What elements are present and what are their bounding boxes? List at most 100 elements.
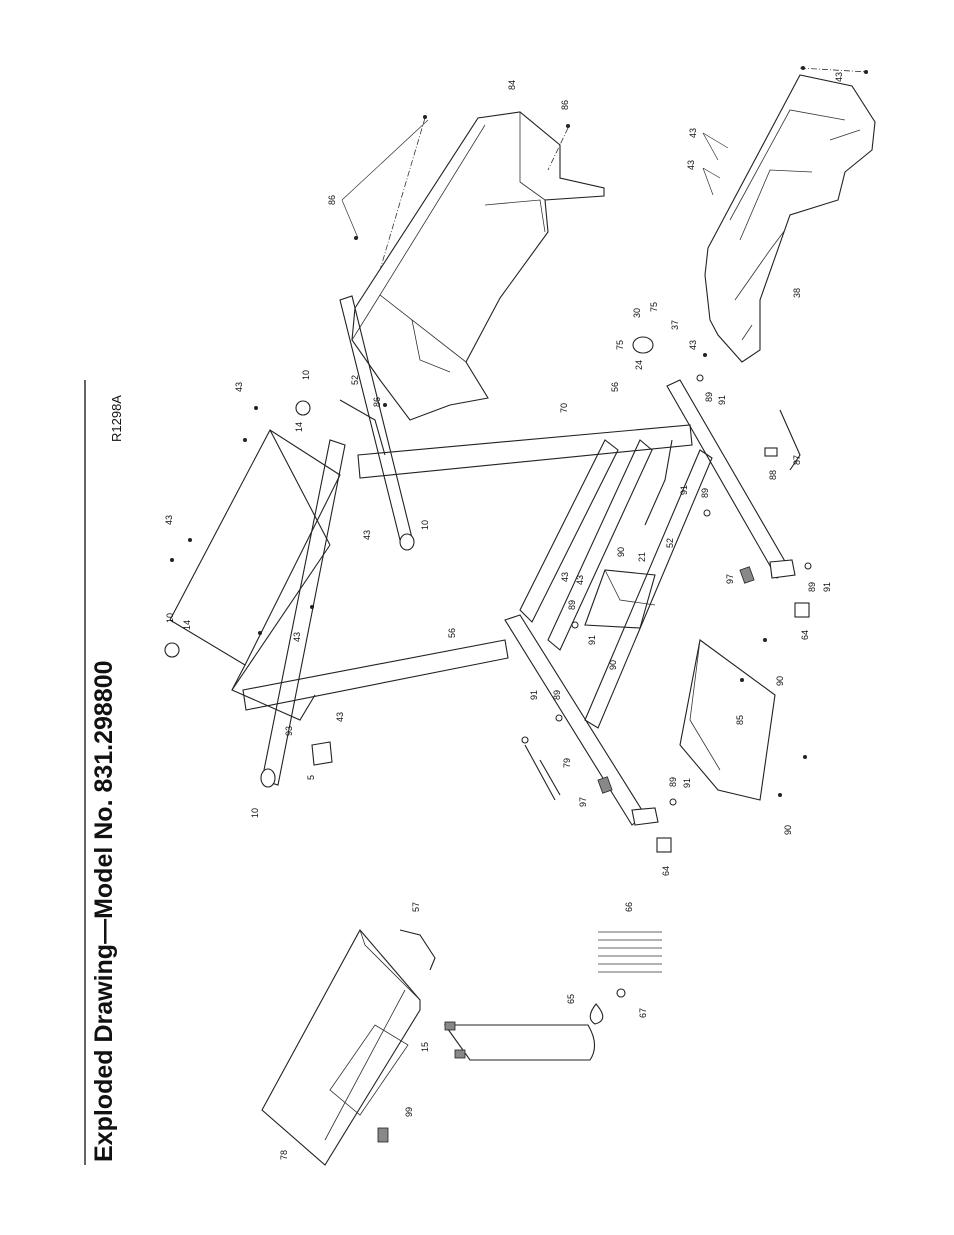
leader-43-cluster — [702, 132, 729, 196]
fasteners — [170, 66, 868, 806]
part-side-shield — [679, 639, 776, 801]
callout: 64 — [800, 630, 810, 640]
callout: 10 — [165, 613, 175, 623]
part-cable-52-a — [339, 399, 386, 456]
callout: 10 — [250, 808, 260, 818]
callout: 43 — [292, 632, 302, 642]
callout: 85 — [735, 715, 745, 725]
callout: 89 — [668, 777, 678, 787]
callout: 91 — [682, 778, 692, 788]
callout: 93 — [284, 726, 294, 736]
drawing-code: R1298A — [109, 395, 124, 442]
callout: 24 — [634, 360, 644, 370]
callout: 91 — [587, 635, 597, 645]
callout: 15 — [420, 1042, 430, 1052]
callout: 89 — [704, 392, 714, 402]
callout: 70 — [559, 403, 569, 413]
callout: 87 — [792, 455, 802, 465]
callout: 43 — [688, 340, 698, 350]
callout-labels: 84 86 86 86 43 43 43 43 43 43 43 43 43 4… — [164, 72, 844, 1160]
callout: 43 — [575, 575, 585, 585]
callout: 75 — [615, 340, 625, 350]
part-cable-52-b — [644, 439, 673, 526]
callout: 91 — [529, 690, 539, 700]
callout: 89 — [552, 690, 562, 700]
part-label-99 — [377, 1127, 389, 1143]
callout: 52 — [350, 375, 360, 385]
line-43-top — [799, 67, 869, 73]
part-hood-cover — [351, 111, 605, 421]
callout: 57 — [411, 902, 421, 912]
line-screw-86-a — [379, 117, 426, 271]
part-rear-shroud — [704, 74, 876, 363]
callout: 52 — [665, 538, 675, 548]
callout: 43 — [234, 382, 244, 392]
callout: 43 — [362, 530, 372, 540]
part-gas-spring — [521, 736, 561, 801]
page-title: Exploded Drawing—Model No. 831.298800 — [90, 660, 118, 1162]
part-plate-5 — [311, 741, 333, 766]
callout: 5 — [306, 775, 316, 780]
part-upright-assembly — [169, 295, 415, 788]
part-pulley-30 — [632, 336, 654, 354]
callout: 89 — [807, 582, 817, 592]
callout: 56 — [610, 382, 620, 392]
part-cable-57 — [399, 929, 436, 971]
part-bracket — [584, 569, 656, 629]
callout: 97 — [578, 797, 588, 807]
callout: 21 — [637, 552, 647, 562]
callout: 66 — [624, 902, 634, 912]
pad-97-b — [739, 566, 755, 584]
part-loop-65 — [589, 1003, 604, 1025]
callout: 99 — [404, 1107, 414, 1117]
callout: 10 — [420, 520, 430, 530]
part-knob-left — [164, 642, 180, 658]
callout: 43 — [834, 72, 844, 82]
part-bolt-67 — [616, 988, 626, 998]
callout: 43 — [688, 128, 698, 138]
callout: 90 — [616, 547, 626, 557]
cap-64-a — [656, 837, 672, 853]
callout: 43 — [164, 515, 174, 525]
callout: 37 — [670, 320, 680, 330]
callout: 14 — [294, 422, 304, 432]
callout: 90 — [775, 676, 785, 686]
callout: 86 — [560, 100, 570, 110]
callout: 78 — [279, 1150, 289, 1160]
part-bar-87 — [779, 409, 801, 471]
callout: 10 — [301, 370, 311, 380]
part-console — [261, 929, 421, 1166]
part-strap-15 — [443, 1024, 596, 1061]
callout: 56 — [447, 628, 457, 638]
callout: 43 — [686, 160, 696, 170]
line-screw-86-b — [547, 127, 569, 171]
part-clip-15-b — [454, 1049, 466, 1059]
callout: 30 — [632, 308, 642, 318]
callout: 84 — [507, 80, 517, 90]
callout: 91 — [717, 395, 727, 405]
callout: 91 — [679, 485, 689, 495]
callout: 89 — [567, 600, 577, 610]
callout: 89 — [700, 488, 710, 498]
callout: 91 — [822, 582, 832, 592]
callout: 90 — [783, 825, 793, 835]
leader-86-a — [341, 119, 429, 239]
callout: 79 — [562, 758, 572, 768]
cap-64-b — [794, 602, 810, 618]
callout: 64 — [661, 866, 671, 876]
callout: 43 — [335, 712, 345, 722]
callout: 86 — [372, 397, 382, 407]
part-clip-15-a — [444, 1021, 456, 1031]
part-clip-88 — [764, 447, 778, 457]
part-bands — [598, 931, 662, 973]
callout: 38 — [792, 288, 802, 298]
callout: 75 — [649, 302, 659, 312]
pad-97-a — [597, 776, 613, 794]
part-knob-right — [295, 400, 311, 416]
callout: 43 — [560, 572, 570, 582]
callout: 65 — [566, 994, 576, 1004]
callout: 97 — [725, 574, 735, 584]
callout: 88 — [768, 470, 778, 480]
